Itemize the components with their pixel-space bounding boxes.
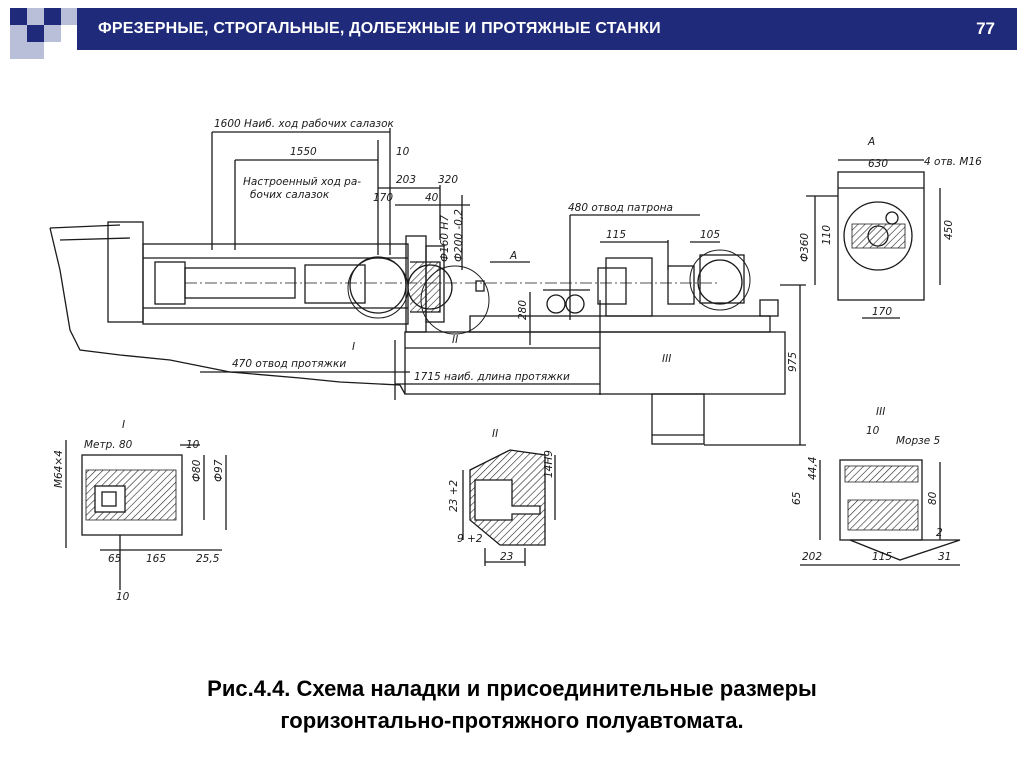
dim-label: 280: [517, 300, 529, 320]
dim-label: 80: [927, 491, 939, 505]
dim-label: 25,5: [196, 553, 220, 565]
dim-label: 203: [396, 174, 416, 186]
dim-label: 31: [938, 551, 951, 563]
dim-label: A: [509, 250, 517, 262]
dim-label: 105: [700, 229, 720, 241]
dim-label: 480 отвод патрона: [568, 202, 673, 214]
dim-label: 115: [872, 551, 892, 563]
detail-label: III: [876, 406, 885, 418]
dim-label: 23 +2: [448, 480, 460, 512]
dim-label: Ф160 H7: [439, 215, 451, 262]
dim-label: 10: [186, 439, 200, 451]
corner-square: [44, 25, 61, 42]
dim-label: 4 отв. M16: [924, 156, 982, 168]
dim-label: 9 +2: [457, 533, 483, 545]
dim-label: Ф80: [191, 459, 203, 482]
dim-label: 320: [438, 174, 458, 186]
corner-square: [61, 8, 77, 25]
caption-line: Рис.4.4. Схема наладки и присоединительн…: [207, 676, 817, 701]
dim-label: 450: [943, 220, 955, 240]
dim-label: 23: [500, 551, 513, 563]
dim-label: 65: [108, 553, 122, 565]
technical-drawing: 1600 Наиб. ход рабочих салазок 1550 10 2…: [49, 118, 982, 603]
dim-label: 202: [802, 551, 822, 563]
dim-label: 170: [373, 192, 393, 204]
page-title: ФРЕЗЕРНЫЕ, СТРОГАЛЬНЫЕ, ДОЛБЕЖНЫЕ И ПРОТ…: [98, 20, 661, 37]
dim-label: 65: [791, 491, 803, 505]
dim-label: 630: [868, 158, 888, 170]
ref-label: II: [452, 334, 458, 346]
dim-label: 110: [821, 225, 833, 245]
dim-label: 165: [146, 553, 166, 565]
dim-label: Настроенный ход ра-: [243, 176, 361, 188]
dim-label: 115: [606, 229, 626, 241]
dim-label: 1550: [290, 146, 317, 158]
dim-label: Ф200 -0,2: [453, 209, 465, 262]
dim-label: 1600 Наиб. ход рабочих салазок: [214, 118, 395, 130]
dim-label: бочих салазок: [250, 189, 330, 201]
dim-label: 2: [936, 527, 943, 539]
figure-caption: Рис.4.4. Схема наладки и присоединительн…: [60, 673, 964, 737]
dim-label: Метр. 80: [84, 439, 133, 451]
detail-label: II: [492, 428, 498, 440]
dim-label: 170: [872, 306, 892, 318]
dim-label: 44,4: [807, 457, 819, 480]
dim-label: Ф97: [213, 459, 225, 482]
dim-label: 10: [116, 591, 130, 603]
caption-line: горизонтально-протяжного полуавтомата.: [280, 708, 744, 733]
header-bar: ФРЕЗЕРНЫЕ, СТРОГАЛЬНЫЕ, ДОЛБЕЖНЫЕ И ПРОТ…: [77, 8, 1017, 50]
corner-square: [10, 25, 27, 42]
dim-label: Ф360: [799, 233, 811, 262]
corner-square: [10, 42, 27, 59]
ref-label: I: [352, 341, 355, 353]
dim-label: 470 отвод протяжки: [232, 358, 346, 370]
dim-label: 40: [425, 192, 439, 204]
dim-label: 1715 наиб. длина протяжки: [414, 371, 570, 383]
dim-label: M64×4: [53, 450, 65, 488]
corner-square: [27, 8, 44, 25]
dim-label: 14Н9: [543, 450, 555, 478]
ref-label: III: [662, 353, 671, 365]
dim-label: 975: [787, 352, 799, 372]
dim-label: Морзе 5: [896, 435, 941, 447]
corner-square: [44, 8, 61, 25]
detail-label: I: [122, 419, 125, 431]
dim-label: 10: [396, 146, 410, 158]
corner-square: [27, 42, 44, 59]
page-number: 77: [976, 19, 995, 38]
view-label: A: [867, 136, 875, 148]
corner-square: [27, 25, 44, 42]
corner-square: [10, 8, 27, 25]
dim-label: 10: [866, 425, 880, 437]
